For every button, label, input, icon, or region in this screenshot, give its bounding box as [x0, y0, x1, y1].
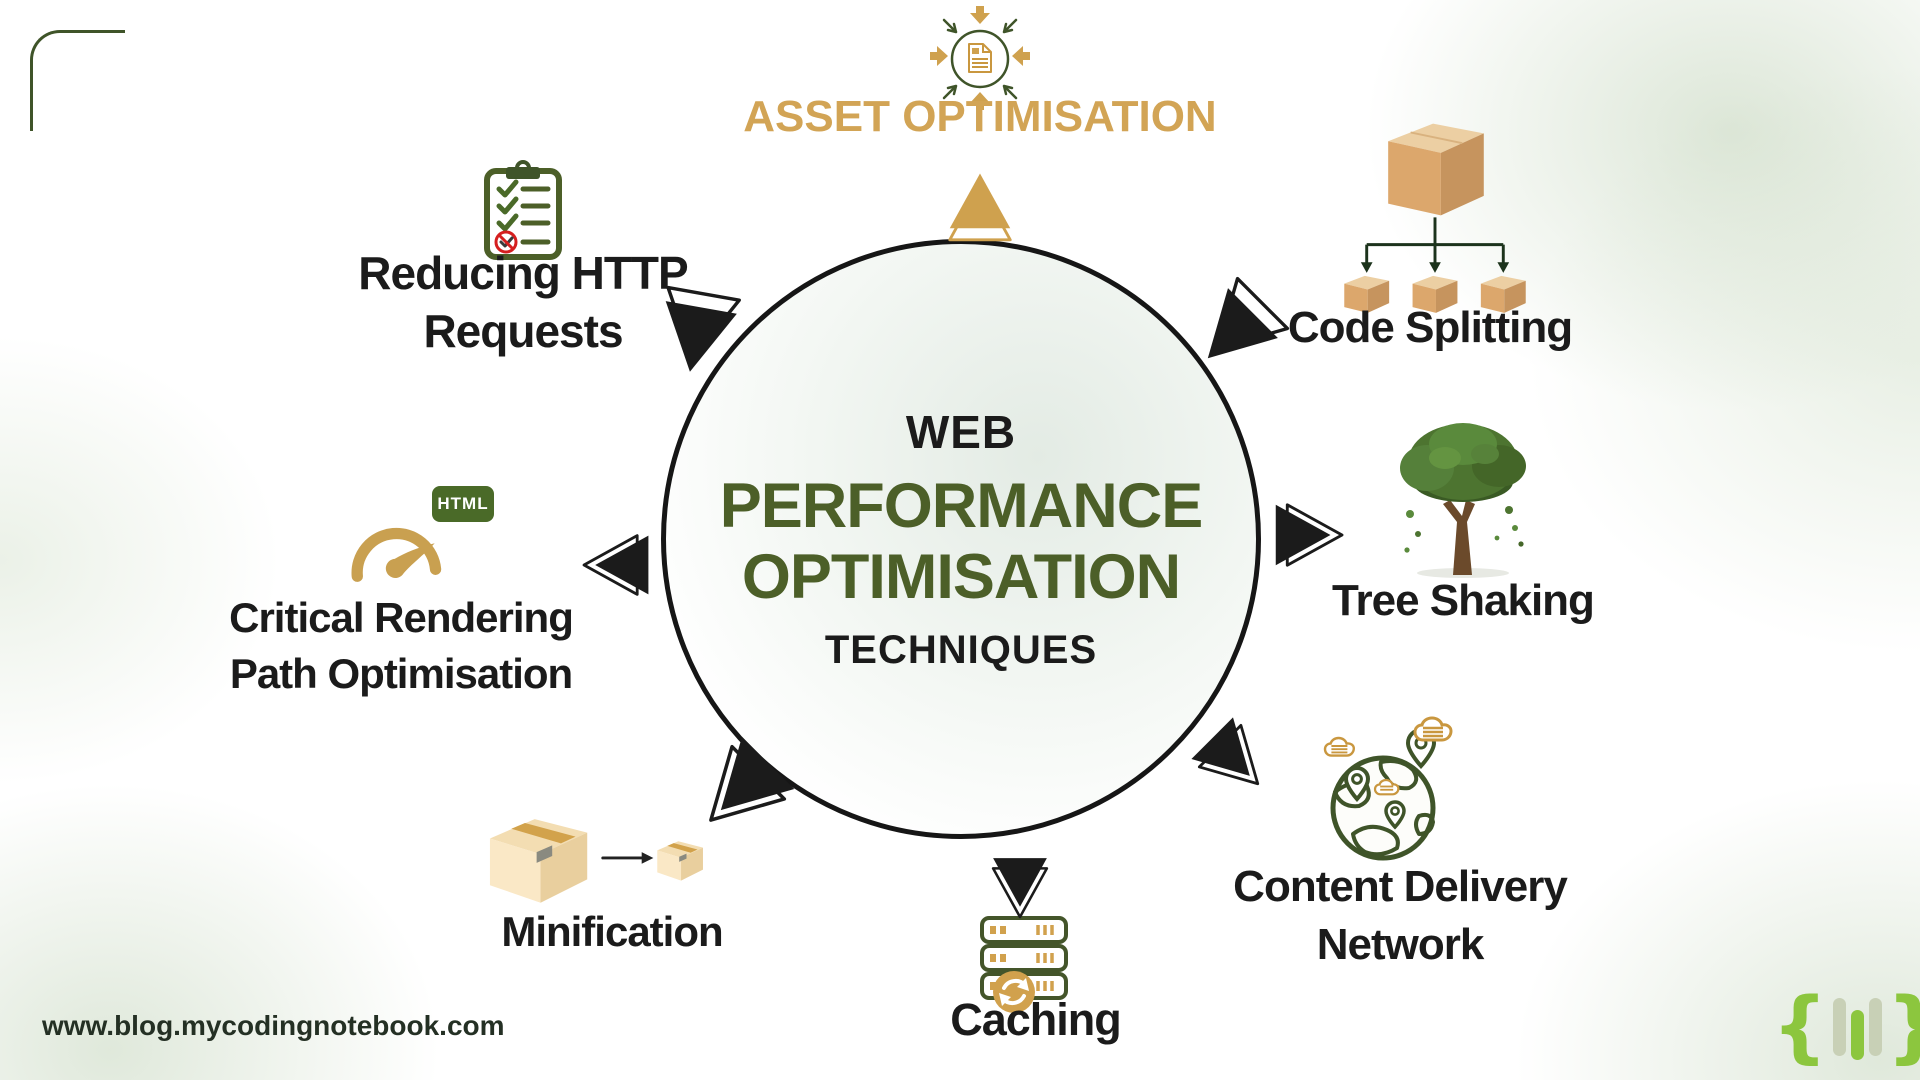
speedometer-icon	[346, 506, 446, 590]
minification-arrow-icon	[698, 736, 795, 833]
logo-bar-left	[1832, 998, 1846, 1056]
logo-bar-right	[1868, 998, 1882, 1056]
corner-line-decoration	[30, 30, 125, 131]
logo-left-brace: {	[1772, 982, 1828, 1072]
critical-rendering-label: Critical Rendering Path Optimisation	[229, 594, 574, 697]
asset-arrow-icon	[944, 162, 1016, 242]
tree-shaking-label: Tree Shaking	[1332, 576, 1595, 625]
checklist-clipboard-icon	[482, 158, 564, 262]
tree-icon	[1392, 410, 1534, 580]
curly-braces-bars-logo: { }	[1772, 982, 1920, 1072]
globe-pins-cloud-servers-icon	[1320, 716, 1462, 866]
center-title-performance: PERFORMANCE	[719, 470, 1204, 541]
logo-right-brace: }	[1887, 988, 1920, 1066]
caching-arrow-icon	[988, 853, 1052, 919]
center-title-optimisation: OPTIMISATION	[741, 541, 1181, 612]
server-stack-refresh-icon	[978, 916, 1070, 1013]
tree-shaking-arrow-icon	[1270, 499, 1344, 571]
center-title-web: WEB	[905, 405, 1017, 458]
minification-label: Minification	[501, 908, 723, 955]
center-title-techniques: TECHNIQUES	[824, 628, 1098, 673]
asset-optimisation-label: ASSET OPTIMISATION	[743, 92, 1217, 141]
code-splitting-arrow-icon	[1186, 276, 1290, 380]
content-delivery-label: Content Delivery Network	[1233, 862, 1568, 969]
central-circle: WEB PERFORMANCE OPTIMISATION TECHNIQUES	[661, 239, 1261, 839]
big-box-to-small-box-icon	[488, 806, 703, 908]
caching-label: Caching	[950, 994, 1122, 1045]
reducing-http-arrow-icon	[652, 285, 741, 386]
compress-document-icon	[930, 6, 1030, 110]
box-split-into-boxes-icon	[1336, 110, 1534, 313]
critical-rendering-arrow-icon	[582, 530, 654, 600]
html-badge: HTML	[432, 486, 494, 522]
code-splitting-label: Code Splitting	[1287, 303, 1573, 352]
cdn-arrow-icon	[1191, 717, 1268, 794]
website-url: www.blog.mycodingnotebook.com	[42, 1010, 505, 1041]
logo-bar-middle	[1850, 1010, 1864, 1060]
reducing-http-label: Reducing HTTP Requests	[358, 247, 688, 357]
